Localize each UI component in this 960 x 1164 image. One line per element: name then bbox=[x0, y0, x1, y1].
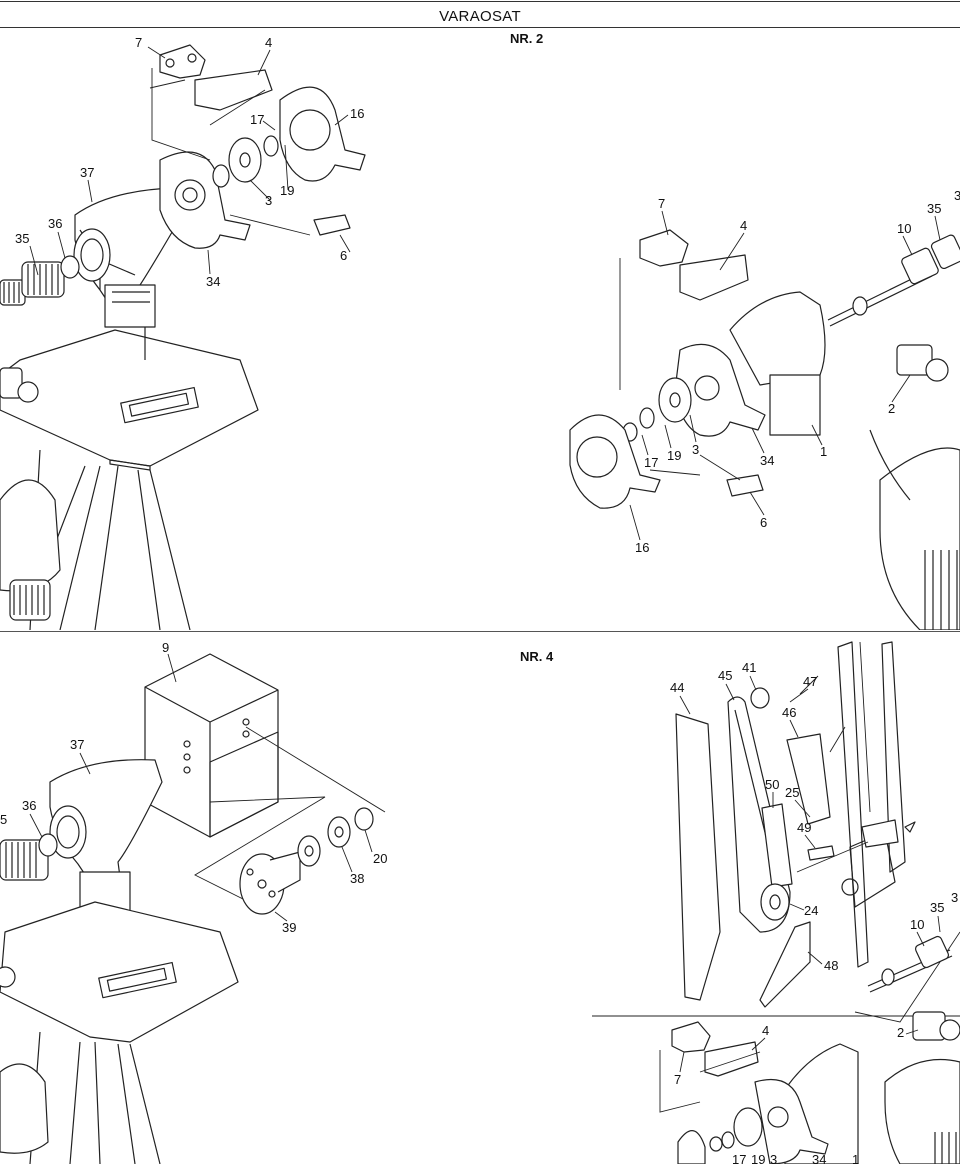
callouts-top-left: 7 4 17 16 37 36 35 19 3 6 34 bbox=[15, 35, 364, 289]
callout: 3 bbox=[265, 193, 272, 208]
callout: 38 bbox=[350, 871, 364, 886]
callout: 19 bbox=[280, 183, 294, 198]
callout: 3 bbox=[951, 890, 958, 905]
callout: 3 bbox=[692, 442, 699, 457]
callout: 34 bbox=[812, 1152, 826, 1164]
grinder-assembly-cover bbox=[0, 653, 386, 1164]
wheel-guard-34 bbox=[159, 151, 251, 249]
grinding-wheel-3 bbox=[228, 137, 262, 183]
page-title: VARAOSAT bbox=[439, 8, 521, 25]
guard-48 bbox=[759, 921, 811, 1008]
callout: 24 bbox=[804, 903, 818, 918]
callout: 44 bbox=[670, 680, 684, 695]
callout: 3 bbox=[770, 1152, 777, 1164]
callout: 37 bbox=[70, 737, 84, 752]
callout: 49 bbox=[797, 820, 811, 835]
callout: 4 bbox=[740, 218, 747, 233]
part-50 bbox=[761, 803, 793, 888]
callout: 17 bbox=[732, 1152, 746, 1164]
callout: 7 bbox=[674, 1072, 681, 1087]
callouts-bottom-right: 44 45 41 47 46 50 25 49 24 48 10 35 3 2 … bbox=[670, 660, 958, 1164]
callout: 36 bbox=[22, 798, 36, 813]
belt-sander-kit bbox=[592, 641, 960, 1164]
callout: 36 bbox=[48, 216, 62, 231]
callout: 35 bbox=[930, 900, 944, 915]
callout: 1 bbox=[852, 1152, 859, 1164]
plate-44 bbox=[675, 713, 721, 1001]
section-divider bbox=[0, 631, 960, 632]
cover-box-9 bbox=[144, 653, 279, 838]
callout: 7 bbox=[135, 35, 142, 50]
callout: 10 bbox=[897, 221, 911, 236]
eye-shield-4b bbox=[679, 254, 749, 301]
stand-table-b bbox=[0, 901, 239, 1043]
exploded-diagram-top: 7 4 17 16 37 36 35 19 3 6 34 7 4 10 35 3… bbox=[0, 35, 960, 630]
callout: 41 bbox=[742, 660, 756, 675]
grinder-assembly-right bbox=[569, 229, 960, 630]
callout: 45 bbox=[718, 668, 732, 683]
callout: 16 bbox=[350, 106, 364, 121]
callout: 25 bbox=[785, 785, 799, 800]
callout: 47 bbox=[803, 674, 817, 689]
bracket-46 bbox=[786, 733, 831, 825]
callout: 1 bbox=[820, 444, 827, 459]
callout: 20 bbox=[373, 851, 387, 866]
stand-table bbox=[0, 329, 259, 467]
grinding-wheel-3b bbox=[658, 377, 692, 423]
callout: 16 bbox=[635, 540, 649, 555]
tool-rest-6 bbox=[313, 214, 351, 236]
callout: 34 bbox=[206, 274, 220, 289]
callouts-top-right: 7 4 10 35 3 2 1 34 17 19 3 6 16 bbox=[635, 188, 960, 555]
callout: 2 bbox=[888, 401, 895, 416]
grinder-housing-right bbox=[729, 291, 826, 386]
callout: 4 bbox=[265, 35, 272, 50]
top-border bbox=[0, 1, 960, 2]
callout: 6 bbox=[760, 515, 767, 530]
callout: 34 bbox=[760, 453, 774, 468]
header-divider bbox=[0, 27, 960, 28]
callout: 46 bbox=[782, 705, 796, 720]
eye-shield-4c bbox=[704, 1041, 759, 1077]
callout: 5 bbox=[0, 812, 7, 827]
callout: 7 bbox=[658, 196, 665, 211]
callouts-bottom-left: 9 37 5 36 20 38 39 bbox=[0, 640, 387, 935]
eye-shield-4 bbox=[194, 69, 273, 111]
callout: 3 bbox=[954, 188, 960, 203]
callout: 6 bbox=[340, 248, 347, 263]
callout: 35 bbox=[15, 231, 29, 246]
shield-bracket-7b bbox=[639, 229, 689, 267]
tool-rest-6b bbox=[726, 474, 764, 497]
drive-wheel-24 bbox=[760, 883, 790, 921]
callout: 17 bbox=[250, 112, 264, 127]
callout: 35 bbox=[927, 201, 941, 216]
callout: 4 bbox=[762, 1023, 769, 1038]
callout: 19 bbox=[667, 448, 681, 463]
callout: 19 bbox=[751, 1152, 765, 1164]
shield-bracket-7 bbox=[159, 44, 206, 79]
callout: 2 bbox=[897, 1025, 904, 1040]
callout: 37 bbox=[80, 165, 94, 180]
exploded-diagram-bottom: 9 37 5 36 20 38 39 bbox=[0, 640, 960, 1164]
callout: 9 bbox=[162, 640, 169, 655]
callout: 50 bbox=[765, 777, 779, 792]
shield-bracket-7c bbox=[671, 1021, 711, 1053]
outer-guard-16b bbox=[569, 414, 661, 509]
section-label-nr2: NR. 2 bbox=[510, 31, 544, 46]
section-label-nr4: NR. 4 bbox=[520, 649, 554, 664]
callout: 48 bbox=[824, 958, 838, 973]
callout: 39 bbox=[282, 920, 296, 935]
grinder-assembly-left bbox=[0, 44, 366, 630]
callout: 10 bbox=[910, 917, 924, 932]
outer-guard-16 bbox=[279, 86, 366, 182]
callout: 17 bbox=[644, 455, 658, 470]
roller-41 bbox=[750, 687, 770, 709]
